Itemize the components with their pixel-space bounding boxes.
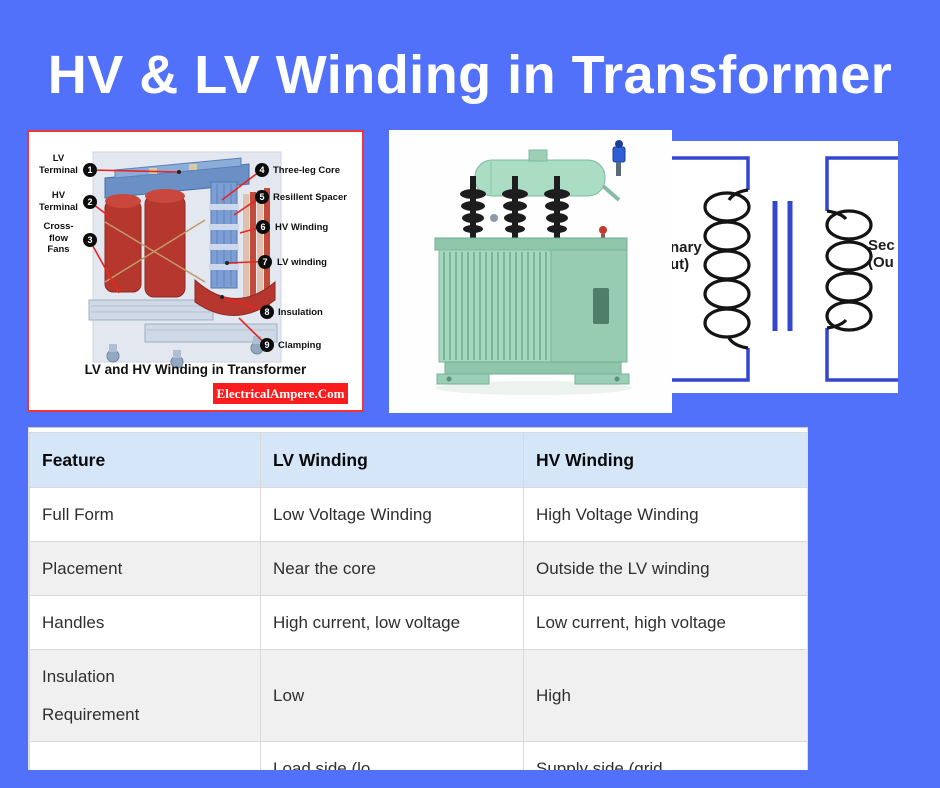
green-transformer-illustration	[434, 140, 632, 395]
labeled-winding-diagram: LV Terminal 1 HV Terminal 2 Cross- flow …	[27, 130, 364, 412]
badge-7: 7	[258, 255, 272, 269]
header-hv-winding: HV Winding	[523, 432, 807, 488]
cell-hv: Outside the LV winding	[523, 541, 807, 596]
watermark-banner: ElectricalAmpere.Com	[213, 383, 348, 404]
header-feature: Feature	[29, 432, 261, 488]
badge-8: 8	[260, 305, 274, 319]
badge-5: 5	[255, 190, 269, 204]
label-three-leg-core: Three-leg Core	[273, 165, 341, 176]
table-row: Full Form Low Voltage Winding High Volta…	[29, 487, 807, 542]
circuit-schematic	[672, 156, 898, 382]
badge-1: 1	[83, 163, 97, 177]
page-title: HV & LV Winding in Transformer	[47, 45, 893, 105]
cell-lv: Low	[260, 649, 524, 742]
label-hv-terminal: HV Terminal	[39, 190, 78, 213]
label-clamping: Clamping	[278, 340, 322, 351]
cell-hv: High Voltage Winding	[523, 487, 807, 542]
badge-9: 9	[260, 338, 274, 352]
cell-feature: Insulation Requirement	[29, 649, 261, 742]
badge-2: 2	[83, 195, 97, 209]
transformer-photo	[389, 130, 672, 413]
label-insulation: Insulation	[278, 307, 323, 318]
winding-comparison-table: Feature LV Winding HV Winding Full Form …	[29, 432, 807, 770]
cell-lv: Low Voltage Winding	[260, 487, 524, 542]
diagram-caption: LV and HV Winding in Transformer	[84, 362, 307, 377]
primary-coil	[703, 188, 751, 350]
cell-feature	[29, 741, 261, 770]
header-lv-winding: LV Winding	[260, 432, 524, 488]
cell-feature: Full Form	[29, 487, 261, 542]
secondary-coil	[825, 209, 873, 332]
circuit-wires	[672, 156, 898, 382]
label-hv-winding: HV Winding	[275, 222, 329, 233]
table-row: Load side (lo Supply side (grid	[29, 741, 807, 770]
cooling-fins	[443, 252, 547, 360]
label-lv-terminal: LV Terminal	[39, 153, 78, 176]
cell-lv: High current, low voltage	[260, 595, 524, 650]
primary-label-fragment: nary ut)	[672, 239, 702, 273]
table-row: Placement Near the core Outside the LV w…	[29, 541, 807, 596]
cell-hv: Supply side (grid	[523, 741, 807, 770]
bushing-insulators	[460, 176, 570, 238]
label-cross-flow-fans: Cross- flow Fans	[43, 221, 74, 255]
badge-3: 3	[83, 233, 97, 247]
label-resillent-spacer: Resillent Spacer	[273, 192, 347, 203]
cell-hv: Low current, high voltage	[523, 595, 807, 650]
badge-6: 6	[256, 220, 270, 234]
label-lv-winding: LV winding	[277, 257, 327, 268]
cell-hv: High	[523, 649, 807, 742]
cell-feature: Placement	[29, 541, 261, 596]
comparison-table-container: Feature LV Winding HV Winding Full Form …	[28, 427, 808, 770]
cell-lv: Load side (lo	[260, 741, 524, 770]
table-row: Handles High current, low voltage Low cu…	[29, 595, 807, 650]
cell-feature: Handles	[29, 595, 261, 650]
transformer-circuit-diagram: nary ut) Sec (Ou	[672, 141, 898, 393]
secondary-label-fragment: Sec (Ou	[868, 237, 895, 271]
cell-lv: Near the core	[260, 541, 524, 596]
badge-4: 4	[255, 163, 269, 177]
transformer-cutaway-illustration	[88, 151, 282, 369]
table-header-row: Feature LV Winding HV Winding	[29, 432, 807, 488]
table-row: Insulation Requirement Low High	[29, 649, 807, 742]
